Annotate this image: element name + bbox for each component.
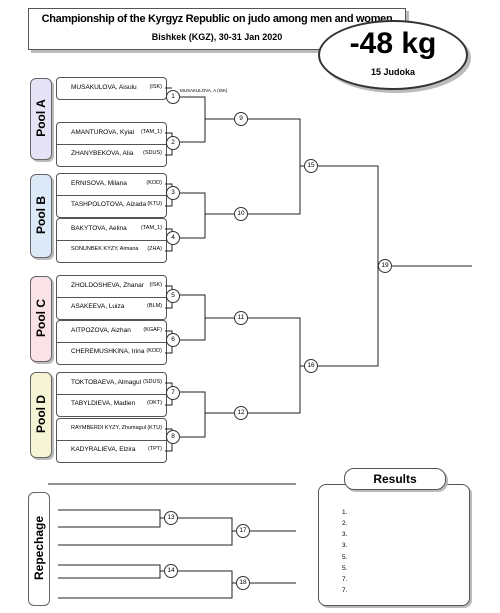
weight-category: -48 kg	[349, 27, 437, 60]
athlete-name: TOKTOBAEVA, Almagul	[71, 379, 142, 386]
bye-winner-note: MUSAKULOVA, A (ISK)	[180, 88, 228, 93]
athlete-club: (TAM_1)	[141, 225, 162, 231]
athlete-club: (KTU)	[147, 425, 162, 431]
match-number[interactable]: 19	[378, 259, 392, 273]
athlete-name: ASAKEEVA, Luiza	[71, 303, 125, 310]
match-number[interactable]: 4	[166, 231, 180, 245]
athlete-club: (TAM_1)	[141, 129, 162, 135]
athlete-name: BAKYTOVA, Aelina	[71, 225, 127, 232]
rank-label: 7.	[342, 587, 348, 594]
athlete-club: (ISK)	[149, 282, 162, 288]
match-number[interactable]: 15	[304, 159, 318, 173]
results-panel	[318, 484, 470, 606]
match-number[interactable]: 3	[166, 186, 180, 200]
match-number[interactable]: 7	[166, 386, 180, 400]
match-number[interactable]: 9	[234, 112, 248, 126]
athlete-pair[interactable]: AMANTUROVA, Kyial (TAM_1) ZHANYBEKOVA, A…	[56, 122, 167, 167]
weight-category-badge: -48 kg 15 Judoka	[318, 20, 468, 90]
match-number[interactable]: 5	[166, 289, 180, 303]
athlete-name: TABYLDIEVA, Madlen	[71, 400, 136, 407]
pool-d-tab: Pool D	[30, 372, 52, 458]
athlete-club: (SDUS)	[143, 150, 162, 156]
athlete-name: TASHPOLOTOVA, Aizada	[71, 201, 147, 208]
match-number[interactable]: 13	[164, 511, 178, 525]
match-number[interactable]: 18	[236, 576, 250, 590]
championship-title: Championship of the Kyrgyz Republic on j…	[41, 13, 393, 25]
athlete-pair[interactable]: AITPOZOVA, Aizhan (KGAF) CHEREMUSHKINA, …	[56, 320, 167, 365]
athlete-club: (KOD)	[146, 348, 162, 354]
match-number[interactable]: 14	[164, 564, 178, 578]
match-number[interactable]: 17	[236, 524, 250, 538]
athlete-club: (KOD)	[146, 180, 162, 186]
athlete-name: AITPOZOVA, Aizhan	[71, 327, 131, 334]
athlete-name: AMANTUROVA, Kyial	[71, 129, 135, 136]
athlete-club: (KGAF)	[143, 327, 162, 333]
athlete-name: SONUNBEK KYZY, Aimana	[71, 246, 139, 252]
athlete-club: (SDUS)	[143, 379, 162, 385]
athlete-name: ZHANYBEKOVA, Alia	[71, 150, 134, 157]
match-number[interactable]: 12	[234, 406, 248, 420]
rank-label: 5.	[342, 554, 348, 561]
athlete-club: (BLM)	[147, 303, 162, 309]
athlete-name: ERNISOVA, Milana	[71, 180, 127, 187]
athlete-name: CHEREMUSHKINA, Irina	[71, 348, 145, 355]
match-number[interactable]: 16	[304, 359, 318, 373]
match-number[interactable]: 8	[166, 430, 180, 444]
match-number[interactable]: 2	[166, 136, 180, 150]
judoka-count: 15 Judoka	[370, 67, 416, 77]
athlete-pair[interactable]: ZHOLDOSHEVA, Zhanar (ISK) ASAKEEVA, Luiz…	[56, 275, 167, 320]
athlete-club: (TPT)	[147, 446, 162, 452]
athlete-name: MUSAKULOVA, Aisulu	[71, 84, 137, 91]
athlete-pair[interactable]: BAKYTOVA, Aelina (TAM_1) SONUNBEK KYZY, …	[56, 218, 167, 263]
athlete-pair[interactable]: RAYMBERDI KYZY, Zhumagul (KTU) KADYRALIE…	[56, 418, 167, 463]
match-number[interactable]: 1	[166, 90, 180, 104]
athlete-slot[interactable]: MUSAKULOVA, Aisulu (ISK)	[56, 77, 167, 100]
athlete-club: (OKT)	[147, 400, 162, 406]
match-number[interactable]: 6	[166, 333, 180, 347]
rank-label: 3.	[342, 531, 348, 538]
pool-b-tab: Pool B	[30, 174, 52, 258]
event-location-date: Bishkek (KGZ), 30-31 Jan 2020	[151, 32, 283, 42]
athlete-pair[interactable]: ERNISOVA, Milana (KOD) TASHPOLOTOVA, Aiz…	[56, 173, 167, 218]
rank-label: 1.	[342, 509, 348, 516]
pool-a-tab: Pool A	[30, 78, 52, 160]
rank-label: 5.	[342, 565, 348, 572]
results-title: Results	[344, 468, 446, 490]
athlete-club: (ZHA)	[147, 246, 162, 252]
athlete-name: KADYRALIEVA, Elzira	[71, 446, 136, 453]
match-number[interactable]: 11	[234, 311, 248, 325]
athlete-pair[interactable]: TOKTOBAEVA, Almagul (SDUS) TABYLDIEVA, M…	[56, 372, 167, 417]
match-number[interactable]: 10	[234, 207, 248, 221]
rank-label: 3.	[342, 542, 348, 549]
pool-c-tab: Pool C	[30, 276, 52, 362]
athlete-club: (ISK)	[149, 84, 162, 90]
rank-label: 7.	[342, 576, 348, 583]
athlete-club: (KTU)	[147, 201, 162, 207]
repechage-tab: Repechage	[28, 492, 50, 606]
repechage-label: Repechage	[32, 515, 46, 581]
athlete-name: ZHOLDOSHEVA, Zhanar	[71, 282, 144, 289]
athlete-name: RAYMBERDI KYZY, Zhumagul	[71, 425, 146, 431]
rank-label: 2.	[342, 520, 348, 527]
